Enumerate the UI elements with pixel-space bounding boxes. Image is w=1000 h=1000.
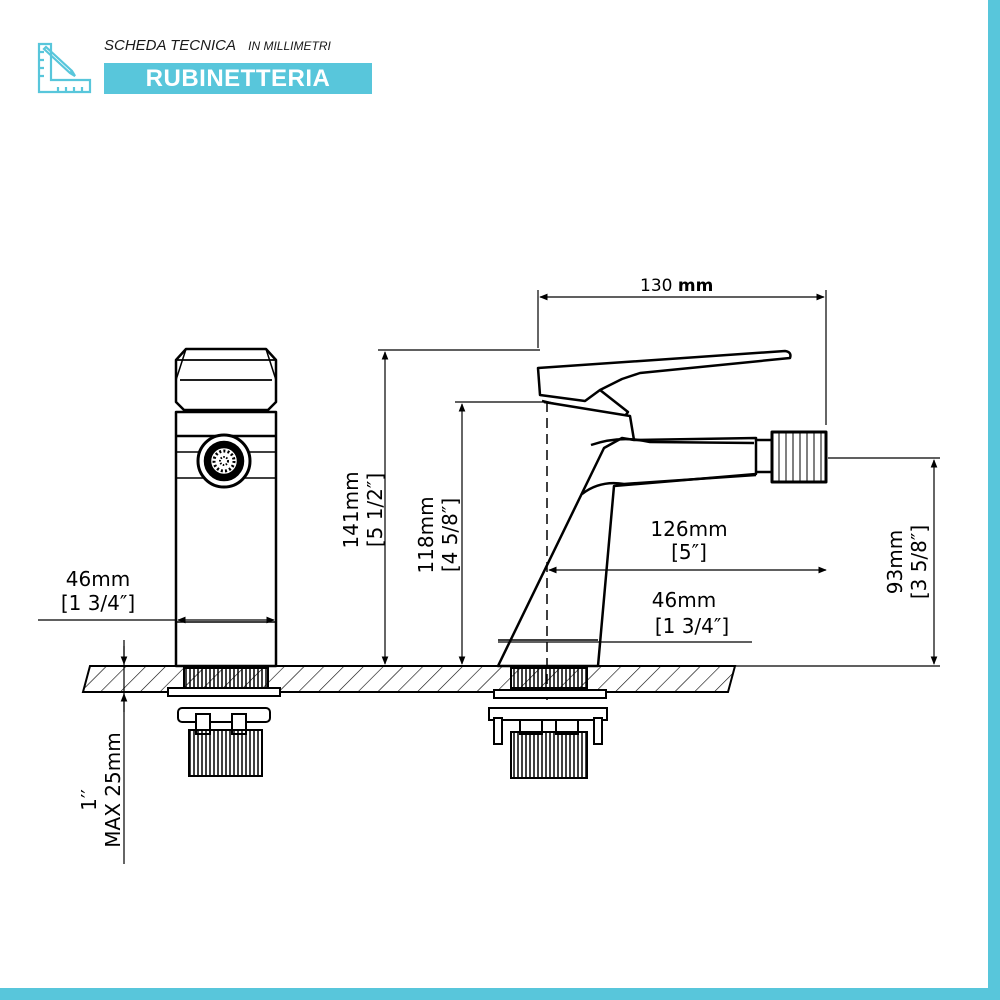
- label-base-46-side: 46mm: [652, 588, 716, 612]
- label-reach-126: 126mm: [650, 517, 727, 541]
- side-fixing-assembly: [488, 667, 608, 779]
- subtitle-text: IN MILLIMETRI: [248, 39, 331, 53]
- label-height-141: 141mm: [339, 471, 363, 548]
- label-thread-max: MAX 25mm: [101, 732, 125, 847]
- category-banner: RUBINETTERIA: [104, 63, 372, 94]
- label-height-118: 118mm: [414, 496, 438, 573]
- side-view: [496, 349, 828, 700]
- front-view: [174, 347, 278, 668]
- ruler-pencil-icon: [37, 42, 92, 94]
- front-fixing-assembly: [167, 667, 281, 777]
- label-base-46-side-inch: [1 3/4″]: [655, 614, 729, 638]
- label-width-130: 130 mm: [640, 276, 713, 296]
- label-reach-126-inch: [5″]: [671, 540, 707, 564]
- label-height-93: 93mm: [883, 530, 907, 594]
- label-height-141-inch: [5 1/2″]: [363, 473, 387, 547]
- label-thread-size: 1′′: [77, 789, 101, 811]
- sheet-title: SCHEDA TECNICA IN MILLIMETRI: [104, 37, 331, 54]
- dimension-labels: 130 mm 141mm [5 1/2″] 118mm [4 5/8″] 93m…: [61, 276, 931, 848]
- label-height-93-inch: [3 5/8″]: [907, 525, 931, 599]
- title-text: SCHEDA TECNICA: [104, 37, 236, 54]
- label-base-46-front: 46mm: [66, 567, 130, 591]
- label-height-118-inch: [4 5/8″]: [438, 498, 462, 572]
- label-base-46-front-inch: [1 3/4″]: [61, 591, 135, 615]
- dimension-lines: [38, 290, 940, 864]
